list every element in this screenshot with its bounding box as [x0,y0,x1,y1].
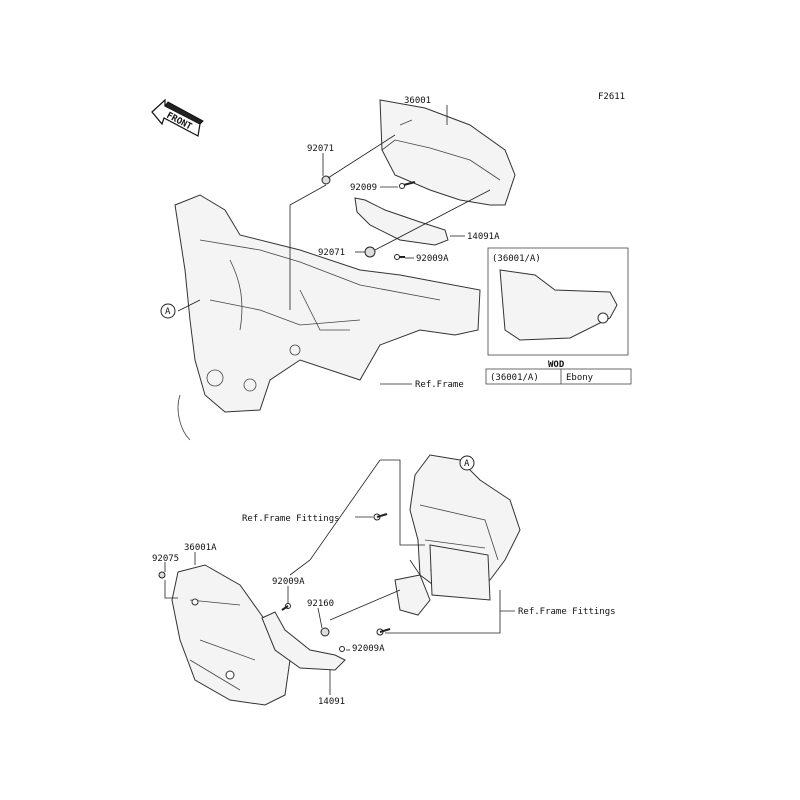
side-cover-36001 [379,99,516,206]
callout-92075: 92075 [152,554,179,564]
callout-ref-frame-fittings-1: Ref.Frame Fittings [242,514,340,524]
side-cover-36001A [171,564,291,706]
callout-ref-frame: Ref.Frame [415,380,464,390]
callout-ref-frame-fittings-2: Ref.Frame Fittings [518,607,616,617]
ref-a-bottom-circle [459,455,475,471]
callout-14091: 14091 [318,697,345,707]
ref-a-top-circle [160,303,176,319]
variant-box-title: (36001/A) [492,254,541,264]
variant-box: (36001/A) WOD (36001/A) Ebony [485,247,632,385]
callout-92071-mid: 92071 [318,248,345,258]
figure-code: F2611 [598,92,625,102]
ref-a-top: A [165,307,171,317]
fasteners-top [321,175,416,260]
callout-92160: 92160 [307,599,334,609]
callout-92009A-mid: 92009A [272,577,305,587]
fasteners-bottom [158,513,391,652]
battery-case-drawing [394,454,521,616]
front-arrow-icon: FRONT [151,98,204,137]
lower-cover-14091 [261,611,346,671]
ref-a-bottom: A [464,459,470,469]
leader-lines-top [177,105,491,385]
lower-cover-14091A [354,197,449,246]
variant-row-color: Ebony [566,373,594,383]
callout-92009A-top: 92009A [416,254,449,264]
variant-row-part: (36001/A) [490,373,539,383]
callout-92071-top: 92071 [307,144,334,154]
callout-92009A-bottom: 92009A [352,644,385,654]
frame-drawing [174,194,481,441]
callout-36001: 36001 [404,96,431,106]
callout-14091A: 14091A [467,232,500,242]
callout-92009: 92009 [350,183,377,193]
variant-table-header: WOD [548,360,565,370]
leader-lines-bottom [164,459,515,695]
callout-36001A: 36001A [184,543,217,553]
